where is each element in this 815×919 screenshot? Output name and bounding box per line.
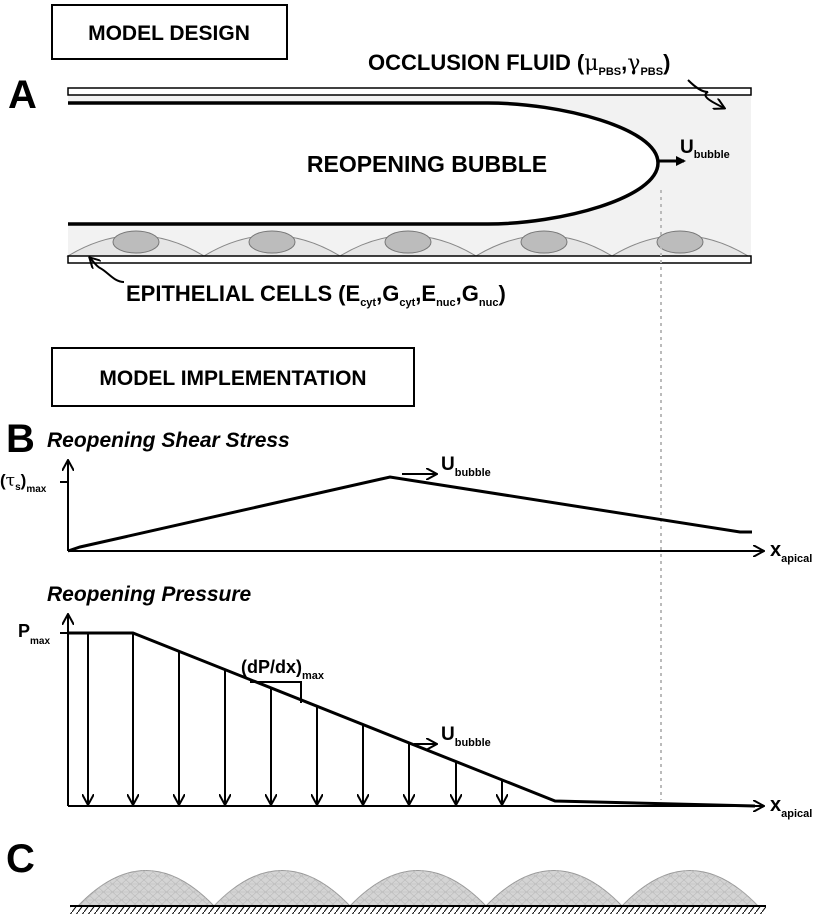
bubble-velocity-label: Ububble [680, 137, 730, 161]
panel-a-letter: A [8, 73, 37, 117]
nucleus [520, 230, 568, 254]
reopening-bubble [68, 103, 658, 224]
pressure-title: Reopening Pressure [47, 583, 252, 606]
nucleus [248, 230, 296, 254]
pressure-curve [68, 631, 756, 808]
shear-stress-title: Reopening Shear Stress [47, 429, 290, 452]
pressure-y-label: Pmax [18, 621, 50, 647]
cells-pointer-arrow [90, 258, 125, 283]
fixed-substrate-hatch [70, 906, 766, 914]
model-design-box [51, 4, 288, 60]
fluid-pointer-arrow [687, 79, 724, 108]
panel-b-letter: B [6, 417, 35, 461]
bubble-label: REOPENING BUBBLE [307, 151, 547, 177]
panel-a: A MODEL DESIGN REOPENING BUBBLE Ububble … [8, 4, 752, 309]
pressure-velocity-label: Ububble [441, 724, 491, 749]
nucleus [112, 230, 160, 254]
model-implementation-title: MODEL IMPLEMENTATION [99, 367, 366, 390]
nucleus [384, 230, 432, 254]
panel-c-letter: C [6, 837, 35, 881]
model-implementation-box [51, 347, 415, 407]
occlusion-fluid-label: OCCLUSION FLUID(μPBS,γPBS) [368, 50, 670, 78]
fe-mesh-pattern [78, 870, 758, 906]
bubble-interface [68, 101, 660, 226]
epithelial-cells-label: EPITHELIAL CELLS(Ecyt,Gcyt,Enuc,Gnuc) [126, 281, 506, 309]
top-wall [67, 87, 752, 96]
shear-y-label: (τs)max [0, 471, 47, 495]
slope-triangle [250, 681, 302, 703]
panel-b: MODEL IMPLEMENTATION B Reopening Shear S… [0, 347, 812, 820]
model-design-title: MODEL DESIGN [88, 22, 250, 45]
shear-velocity-label: Ububble [441, 454, 491, 479]
bottom-wall [67, 255, 752, 264]
panel-c: C [6, 837, 766, 914]
slope-label: (dP/dx)max [241, 657, 325, 682]
nucleus [656, 230, 704, 254]
shear-x-label: xapical [770, 539, 812, 565]
shear-stress-curve [67, 475, 752, 553]
pressure-arrows [88, 633, 502, 804]
pressure-x-label: xapical [770, 794, 812, 820]
